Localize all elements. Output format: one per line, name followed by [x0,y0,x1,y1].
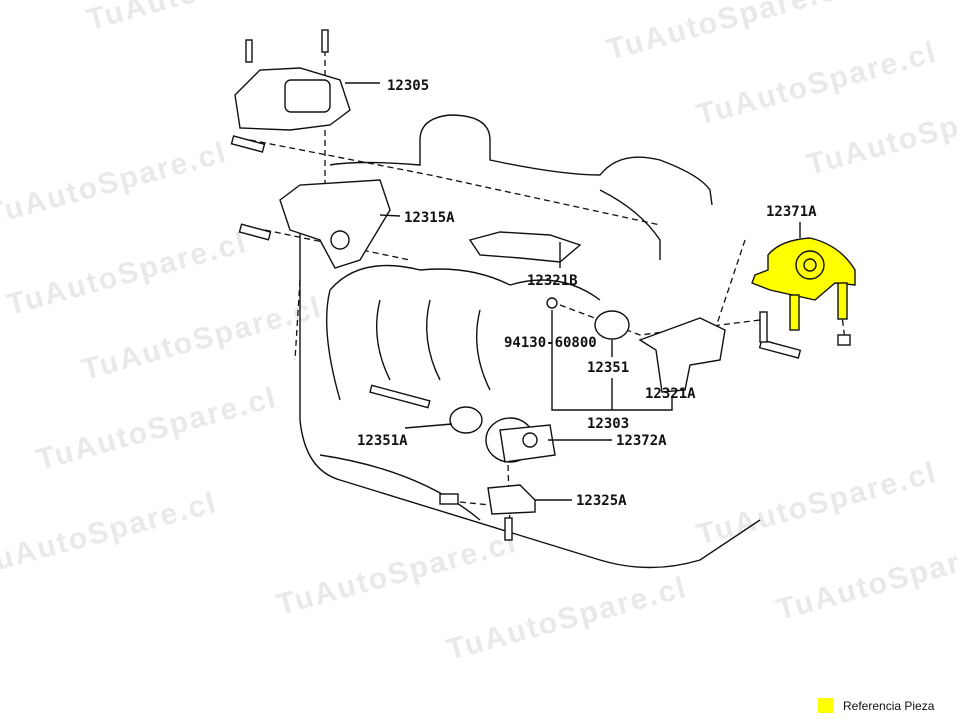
watermark: TuAutoSpare.cl [443,571,691,667]
legend-label: Referencia Pieza [843,698,935,713]
part-12372A-mount [485,417,556,463]
watermark: TuAutoSpare.cl [78,291,326,387]
watermark: TuAutoSpare.cl [273,526,521,622]
part-12325A-bracket [439,484,536,541]
label-12303: 12303 [587,416,629,432]
leader-lines [345,82,801,501]
watermark: TuAutoSpare.cl [773,531,960,627]
watermarks: TuAutoSpare.cl TuAutoSpare.cl TuAutoSpar… [0,0,960,667]
part-labels: 12305 12315A 12321B 12371A 94130-60800 1… [357,78,817,509]
part-12321B-bracket [468,231,582,263]
part-12321A-bracket [638,311,802,393]
watermark: TuAutoSpare.cl [693,36,941,132]
label-12321A: 12321A [645,386,696,402]
part-12351A-insulator [369,384,483,434]
watermark: TuAutoSpare.cl [3,226,251,322]
label-12371A: 12371A [766,204,817,220]
part-12305-mount [234,29,351,131]
label-12372A: 12372A [616,433,667,449]
part-12371A-mount-highlighted [751,237,856,346]
watermark: TuAutoSpare.cl [0,136,231,232]
watermark: TuAutoSpare.cl [803,86,960,182]
label-94130-60800: 94130-60800 [504,335,597,351]
label-12351A: 12351A [357,433,408,449]
label-12321B: 12321B [527,273,578,289]
label-12305: 12305 [387,78,429,94]
watermark: TuAutoSpare.cl [603,0,851,67]
label-12351: 12351 [587,360,629,376]
watermark: TuAutoSpare.cl [0,486,221,582]
engine-outline [299,114,761,569]
part-12315A-bracket [230,135,391,269]
label-12315A: 12315A [404,210,455,226]
legend-swatch [818,698,833,713]
part-12351-insulator [546,297,630,340]
label-12325A: 12325A [576,493,627,509]
legend: Referencia Pieza [818,698,934,713]
watermark: TuAutoSpare.cl [693,456,941,552]
watermark: TuAutoSpare.cl [33,381,281,477]
watermark: TuAutoSpare.cl [83,0,331,37]
